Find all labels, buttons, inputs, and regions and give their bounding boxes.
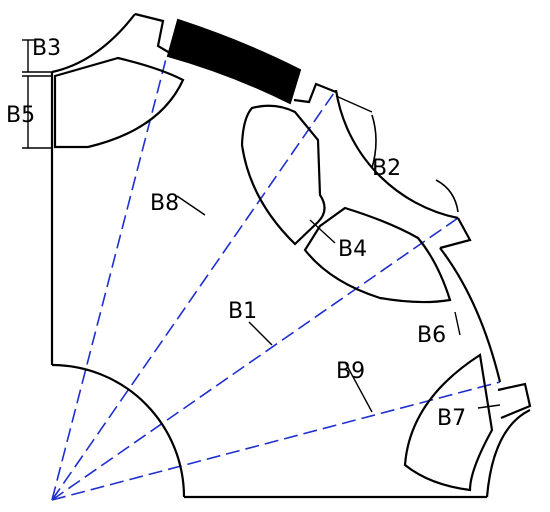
pocket-b7 [403, 353, 494, 492]
label-b7: B7 [437, 406, 466, 431]
pocket-b5 [53, 56, 185, 149]
b2-bracket-right [435, 179, 459, 213]
stator-outline [50, 12, 532, 499]
label-b5: B5 [6, 103, 35, 128]
dashed-line-b1-right [51, 217, 459, 501]
label-b6: B6 [417, 323, 446, 348]
label-b8: B8 [150, 191, 179, 216]
dashed-construction-lines [51, 54, 501, 501]
pocket-b4-lower [303, 206, 452, 304]
b2-bracket-left [371, 114, 377, 169]
dimension-marks [22, 39, 501, 413]
dashed-line-b8 [51, 54, 168, 501]
label-b9: B9 [336, 359, 365, 384]
label-b3: B3 [32, 36, 61, 61]
label-b2: B2 [372, 156, 401, 181]
dashed-line-b1-left [51, 89, 337, 501]
dashed-line-b9 [51, 381, 501, 501]
label-b1: B1 [228, 299, 257, 324]
magnet-block [166, 18, 302, 105]
pocket-b4-upper [240, 104, 326, 246]
label-b4: B4 [338, 237, 367, 262]
